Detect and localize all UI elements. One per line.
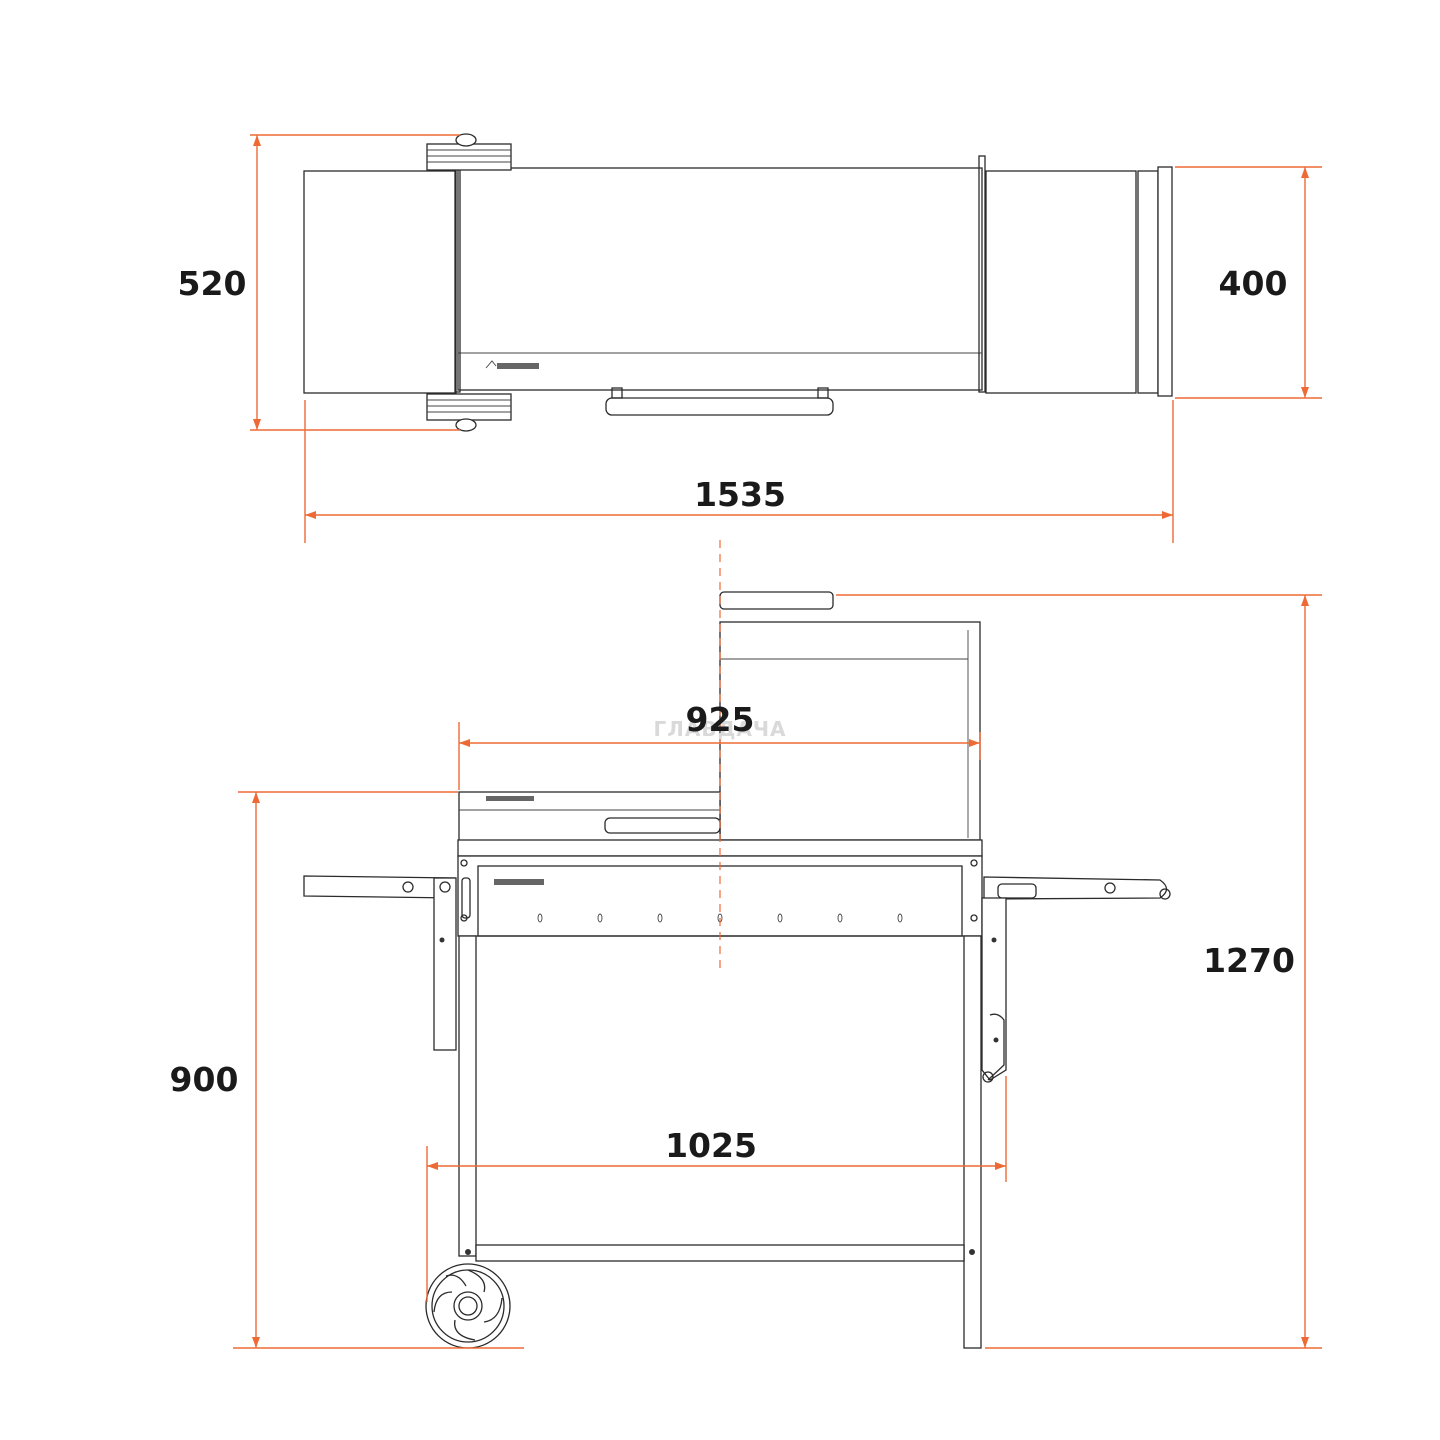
dim-label-520: 520 [178,264,247,303]
dimension-925: 925 [458,700,981,790]
brand-logo-top [485,360,539,369]
dim-label-925: 925 [686,700,755,739]
bottom-shelf-bar [475,1244,965,1262]
dimension-1270: 1270 [836,594,1322,1349]
right-side-table [985,170,1137,394]
left-side-arm [303,875,471,1051]
front-handle-top [605,387,834,416]
left-side-table [303,170,457,394]
dimension-520: 520 [178,134,460,431]
dim-label-1025: 1025 [665,1126,757,1165]
dimension-400: 400 [1175,166,1322,399]
dimension-1535: 1535 [304,400,1174,543]
dim-label-1535: 1535 [694,475,786,514]
top-view [303,133,1173,432]
right-side-arm [981,876,1171,1083]
front-view [303,591,1171,1349]
grill-body-top [457,167,983,391]
left-leg [458,935,477,1257]
dimension-900: 900 [170,791,524,1349]
dim-label-400: 400 [1219,264,1288,303]
hinge-pins [460,859,978,922]
closed-lid [458,791,721,849]
dimension-1025: 1025 [426,1076,1007,1302]
dim-label-900: 900 [170,1060,239,1099]
wheel-front [425,1263,511,1349]
right-leg [963,935,982,1349]
wheel-top-lower [426,393,512,432]
open-lid [719,591,981,841]
right-handle [1157,166,1173,397]
wheel-top-upper [426,133,512,171]
watermark: ГЛАВДАЧА [653,717,786,741]
dim-label-1270: 1270 [1203,941,1295,980]
